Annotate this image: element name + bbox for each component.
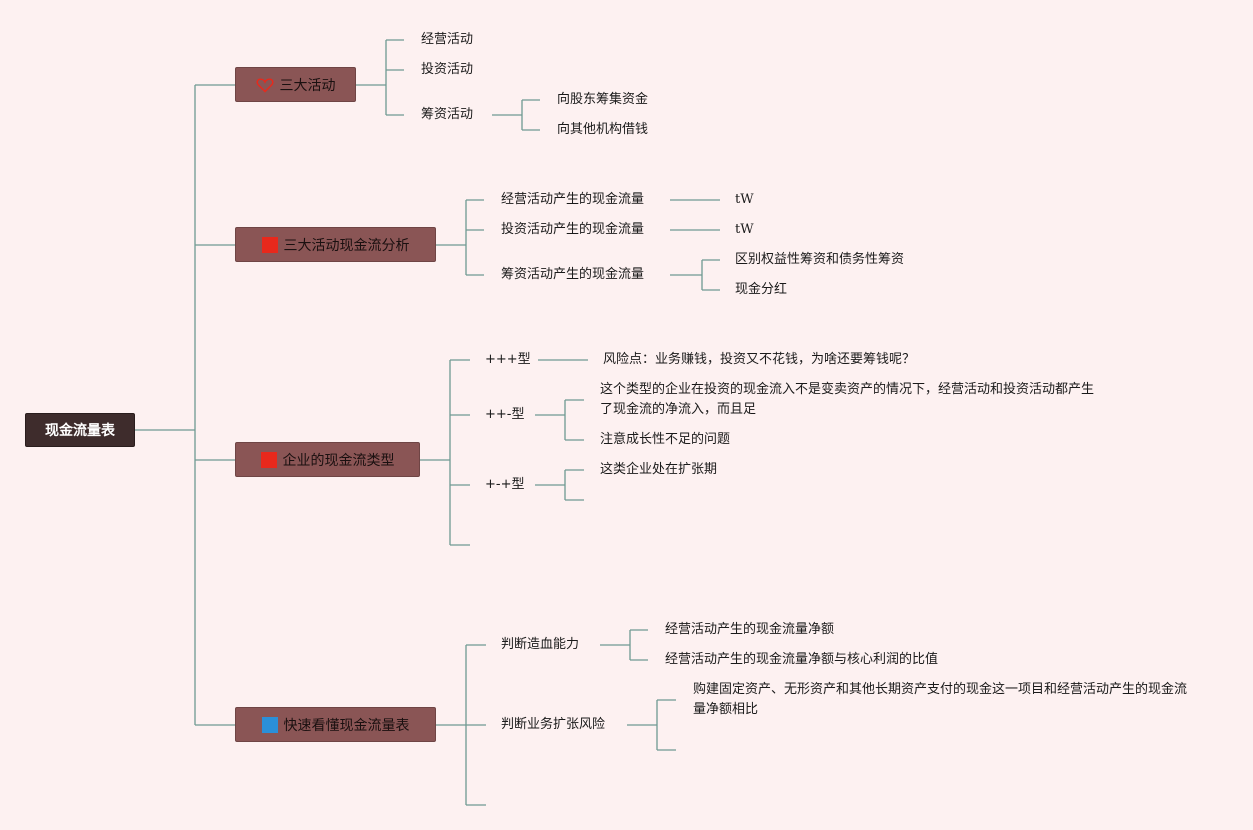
item-cash-dividend[interactable]: 现金分红 [735, 282, 788, 297]
blue-square-icon [261, 716, 278, 733]
root-node[interactable]: 现金流量表 [25, 413, 135, 447]
root-label: 现金流量表 [45, 423, 115, 439]
item-operating-cashflow[interactable]: 经营活动产生的现金流量 [501, 192, 645, 207]
note-operating[interactable]: tW [735, 192, 754, 207]
item-raise-from-shareholders[interactable]: 向股东筹集资金 [557, 92, 649, 107]
item-operating[interactable]: 经营活动 [421, 32, 474, 47]
branch-three-activities[interactable]: 三大活动 [235, 67, 356, 102]
item-investing-cashflow[interactable]: 投资活动产生的现金流量 [501, 222, 645, 237]
branch-label: 三大活动现金流分析 [283, 237, 410, 254]
item-investing[interactable]: 投资活动 [421, 62, 474, 77]
branch-quick-read[interactable]: 快速看懂现金流量表 [235, 707, 436, 742]
item-ppm-description[interactable]: 这个类型的企业在投资的现金流入不是变卖资产的情况下，经营活动和投资活动都产生了现… [600, 382, 1095, 417]
red-square-icon [261, 236, 278, 253]
branch-label: 企业的现金流类型 [282, 452, 395, 469]
item-borrow-from-institutions[interactable]: 向其他机构借钱 [557, 122, 649, 137]
type-pmp[interactable]: +-+型 [485, 477, 525, 492]
item-net-operating-cashflow[interactable]: 经营活动产生的现金流量净额 [665, 622, 835, 637]
item-expansion-period[interactable]: 这类企业处在扩张期 [600, 462, 718, 477]
heart-outline-icon [256, 77, 273, 93]
item-equity-vs-debt[interactable]: 区别权益性筹资和债务性筹资 [735, 252, 905, 267]
branch-label: 快速看懂现金流量表 [283, 717, 410, 734]
note-risk-point[interactable]: 风险点：业务赚钱，投资又不花钱，为啥还要筹钱呢？ [603, 352, 916, 367]
item-blood-making-ability[interactable]: 判断造血能力 [501, 637, 580, 652]
note-investing[interactable]: tW [735, 222, 754, 237]
item-operating-to-core-profit-ratio[interactable]: 经营活动产生的现金流量净额与核心利润的比值 [665, 652, 939, 667]
red-square-icon [260, 451, 277, 468]
item-expansion-risk[interactable]: 判断业务扩张风险 [501, 717, 606, 732]
item-financing[interactable]: 筹资活动 [421, 107, 474, 122]
branch-cashflow-types[interactable]: 企业的现金流类型 [235, 442, 420, 477]
type-ppp[interactable]: +++型 [485, 352, 531, 367]
type-ppm[interactable]: ++-型 [485, 407, 525, 422]
branch-cashflow-analysis[interactable]: 三大活动现金流分析 [235, 227, 436, 262]
item-capex-vs-operating[interactable]: 购建固定资产、无形资产和其他长期资产支付的现金这一项目和经营活动产生的现金流量净… [693, 682, 1188, 717]
branch-label: 三大活动 [279, 77, 336, 94]
item-financing-cashflow[interactable]: 筹资活动产生的现金流量 [501, 267, 645, 282]
item-growth-concern[interactable]: 注意成长性不足的问题 [600, 432, 731, 447]
